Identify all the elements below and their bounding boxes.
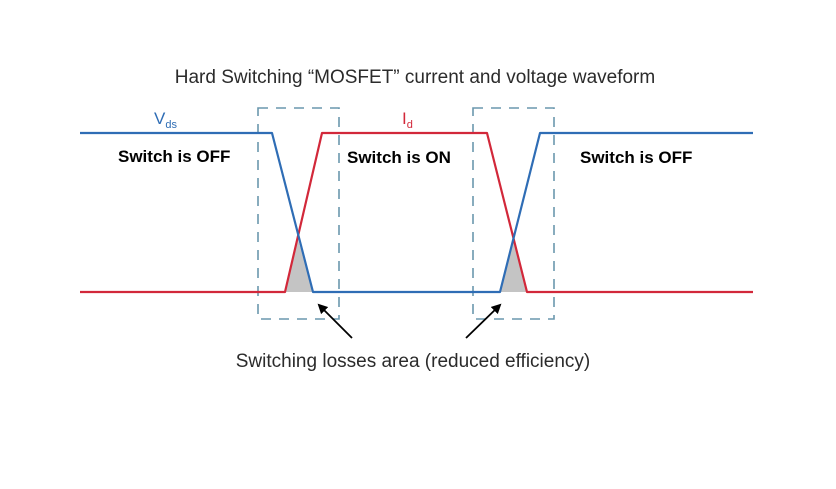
diagram-title: Hard Switching “MOSFET” current and volt… [175, 67, 655, 88]
loss-area-turn-on [285, 236, 313, 292]
id-waveform [80, 131, 753, 294]
transition-box-turn-off [472, 107, 555, 320]
vds-label: Vds [154, 109, 177, 131]
vds-waveform [80, 131, 753, 294]
state-label-off-left: Switch is OFF [118, 147, 230, 166]
arrow-to-turn-off-loss [465, 303, 502, 339]
state-label-on: Switch is ON [347, 148, 451, 167]
id-label: Id [402, 109, 413, 131]
switching-losses-caption: Switching losses area (reduced efficienc… [236, 351, 591, 372]
loss-area-turn-off [500, 236, 527, 292]
transition-box-turn-on [257, 107, 340, 320]
arrow-to-turn-on-loss [317, 303, 353, 339]
state-label-off-right: Switch is OFF [580, 148, 692, 167]
